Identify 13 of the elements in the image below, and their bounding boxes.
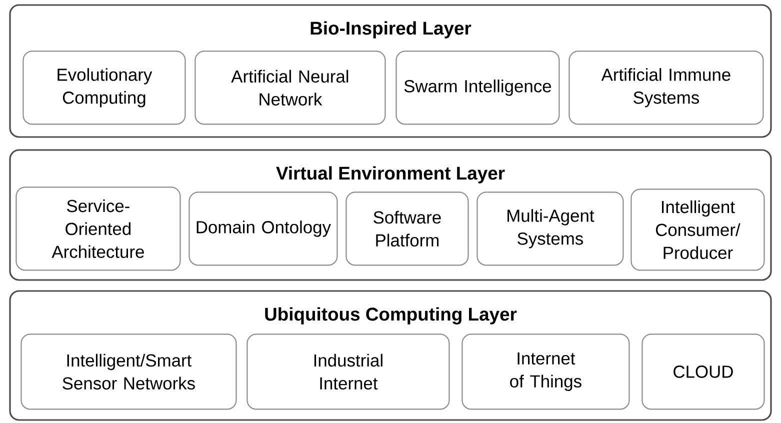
component-box: Evolutionary Computing <box>22 50 186 125</box>
component-box: Artificial Immune Systems <box>568 50 764 125</box>
component-box: Swarm Intelligence <box>396 50 560 125</box>
component-box: Service-Oriented Architecture <box>16 186 181 271</box>
component-box: Internet of Things <box>462 334 630 410</box>
component-box: Intelligent/Smart Sensor Networks <box>20 334 237 410</box>
component-box: Domain Ontology <box>188 192 338 266</box>
component-box: Multi-Agent Systems <box>476 192 624 266</box>
component-box: Intelligent Consumer/ Producer <box>630 188 765 271</box>
component-box: Industrial Internet <box>246 334 450 410</box>
component-box: Artificial Neural Network <box>194 50 386 125</box>
component-box: CLOUD <box>642 334 765 410</box>
component-box: Software Platform <box>346 192 469 266</box>
